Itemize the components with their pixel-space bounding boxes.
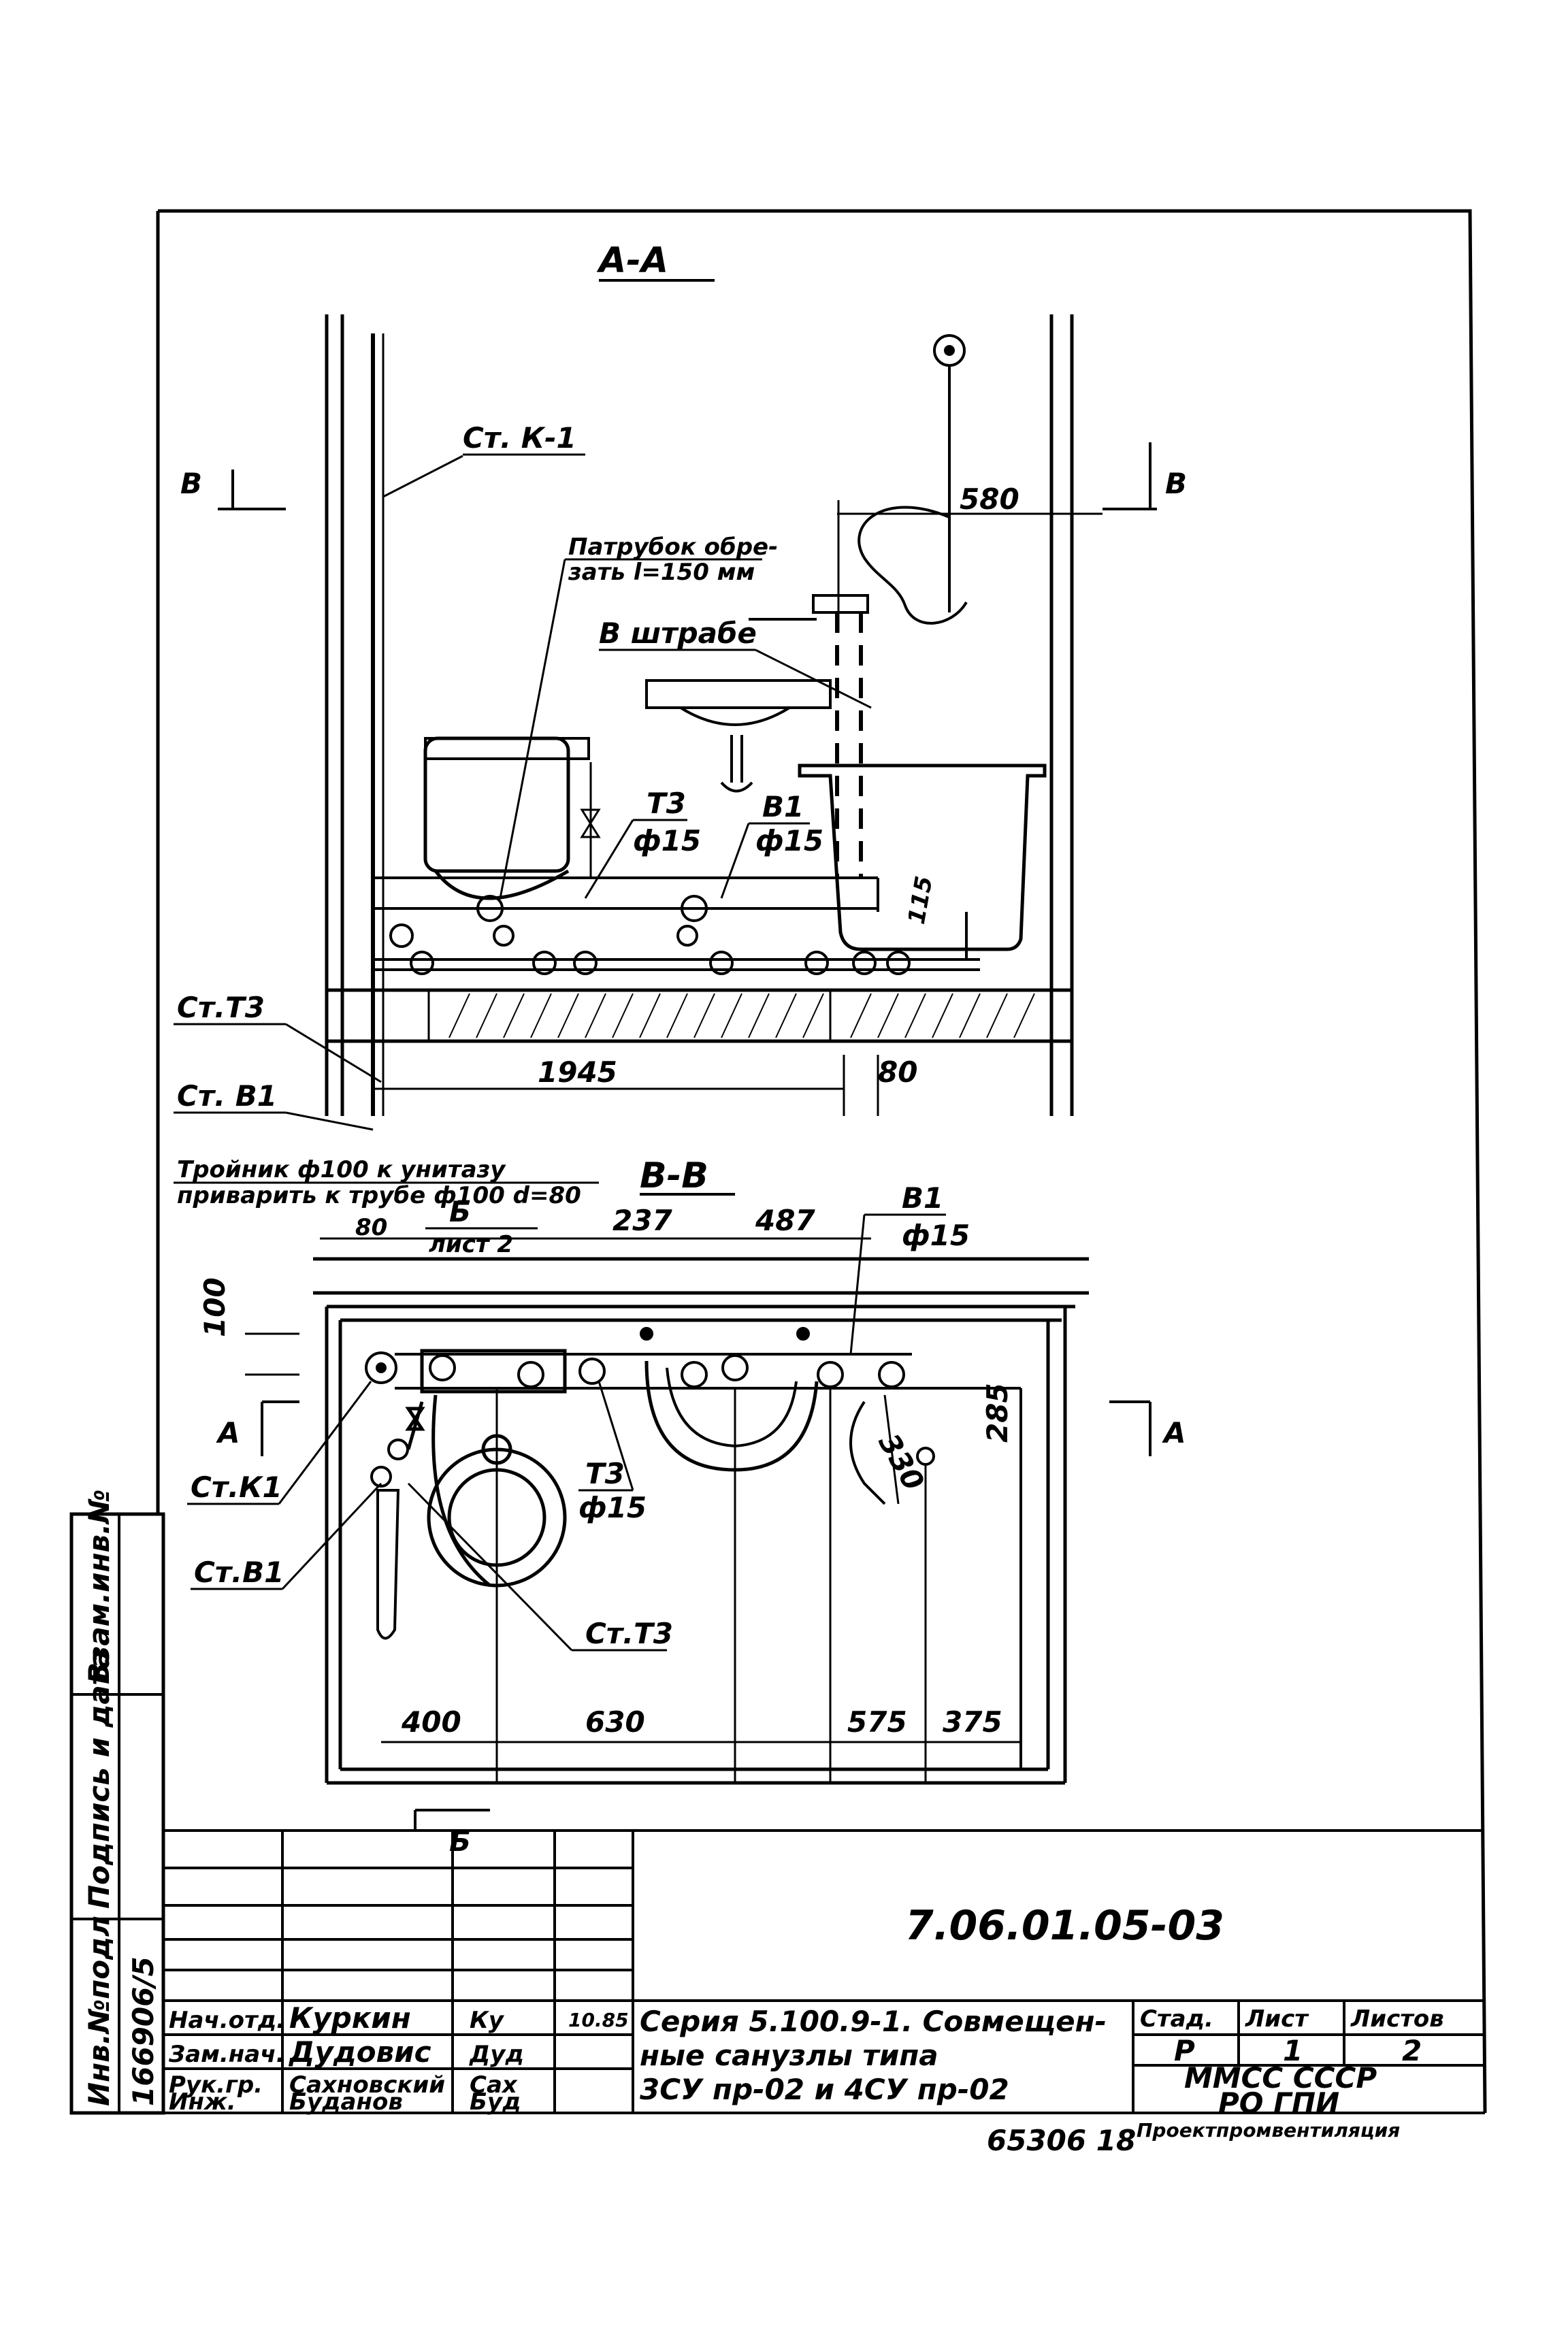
sheet-ref-b: Б [449,1195,471,1228]
stamp-sign-date: Подпись и дата [82,1650,116,1909]
label-b1-top-dia: ф15 [755,824,823,857]
label-t3-plan: Т3 [585,1457,625,1490]
in-wall-note: В штрабе [599,617,757,650]
bath-mixer [749,594,869,878]
dim-575: 575 [847,1705,907,1739]
stacks-plan [365,1351,409,1640]
cut-marker-a-right: А [1109,1400,1186,1456]
sheet-value: 1 [1283,2034,1303,2067]
label-t3-top-dia: ф15 [633,824,701,857]
piping-a [373,876,980,971]
shower-head-icon [933,334,966,612]
dim-400: 400 [401,1705,461,1739]
stamp-inv-no: Инв.№подл [82,1916,116,2106]
dim-80-plan: 80 [355,1214,387,1241]
label-st-b1-plan: Ст.В1 [194,1556,284,1589]
org-line3: Проектпромвентиляция [1137,2119,1400,2142]
svg-text:А: А [1162,1416,1186,1449]
floor-slab-a [325,988,1074,1043]
sign-2: Дуд [469,2041,524,2068]
name-1: Куркин [289,2001,411,2035]
svg-text:В: В [180,467,202,500]
sheets-head: Листов [1350,2005,1444,2033]
cut-marker-a-left: А [216,1400,299,1456]
label-st-k1-plan: Ст.К1 [191,1471,282,1504]
section-a-a: А-А В В Ст. К-1 [174,240,1187,1131]
dim-630: 630 [585,1705,645,1739]
side-stamp: Взам.инв.№ Подпись и дата Инв.№подл 1669… [69,1489,165,2115]
dim-100: 100 [198,1277,231,1337]
cut-marker-b-left: В [180,467,286,510]
cut-marker-b-right: В [1102,442,1187,510]
name-3: Сахновский [289,2071,445,2099]
section-a-a-title: А-А [596,240,668,281]
description-line2: ные санузлы типа [640,2039,938,2072]
label-st-b1-left: Ст. В1 [177,1079,277,1113]
title-block: 7.06.01.05-03 Нач.отд. Куркин Ку Зам.нач… [162,1829,1485,2142]
dim-285: 285 [981,1383,1014,1443]
sheets-value: 2 [1402,2034,1422,2067]
walls-a [325,314,1074,1116]
description-line3: 3СУ пр-02 и 4СУ пр-02 [640,2073,1009,2106]
dim-580: 580 [960,482,1019,516]
stage-value: Р [1174,2034,1195,2067]
doc-code: 7.06.01.05-03 [905,1902,1224,1950]
stamp-inv-value: 166906/5 [127,1956,160,2106]
section-b-b-title: В-В [640,1155,708,1196]
footer-number: 65306 18 [987,2124,1136,2157]
dim-375: 375 [943,1705,1002,1739]
tee-note-line1: Тройник ф100 к унитазу [177,1156,506,1183]
sign-4: Буд [470,2088,521,2116]
washbasin [645,679,832,793]
tee-note: Тройник ф100 к унитазу приварить к трубе… [174,1156,599,1209]
shower-hose [858,506,968,625]
piping-plan [395,1327,1022,1769]
label-st-k1-top: Ст. К-1 [463,421,576,455]
dim-80-top: 80 [878,1055,917,1089]
nozzle-note-line1: Патрубок обре- [568,534,778,561]
name-2: Дудовис [288,2035,431,2069]
sheet-ref-page: лист 2 [429,1231,513,1258]
washbasin-plan [644,1360,819,1472]
description-line1: Серия 5.100.9-1. Совмещен- [640,2005,1107,2038]
stage-head: Стад. [1140,2005,1213,2033]
label-b1-plan-dia: ф15 [902,1219,970,1252]
sheet-head: Лист [1245,2005,1309,2033]
sign-1: Ку [470,2007,505,2034]
org-line1: ММСС СССР [1184,2061,1377,2095]
label-b1-top: В1 [762,790,804,823]
org-line2: РО ГПИ [1218,2086,1339,2120]
label-st-t3-left: Ст.Т3 [177,991,265,1024]
role-3: Рук.гр. [169,2071,263,2099]
dim-115: 115 [903,874,938,926]
svg-text:А: А [216,1416,240,1449]
dim-1945: 1945 [538,1055,617,1089]
nozzle-note-line2: зать l=150 мм [568,559,755,586]
tee-note-line2: приварить к трубе ф100 d=80 [177,1182,581,1209]
bath-plan [849,1400,886,1505]
name-4: Буданов [289,2088,403,2116]
dim-330: 330 [872,1428,930,1496]
pipe-fittings-a [389,878,968,975]
role-4: Инж. [169,2088,236,2116]
label-b1-plan: В1 [902,1181,943,1215]
toilet-tank [423,736,601,900]
doc-date: 10.85 [568,2009,629,2031]
label-t3-plan-dia: ф15 [578,1491,647,1524]
dim-237: 237 [612,1204,672,1237]
wall-slab-plan [313,1257,1089,1785]
bathtub [798,764,1047,951]
section-b-b: В-В Б лист 2 80 237 487 В1 ф15 100 [187,1155,1186,1858]
dim-487: 487 [755,1204,815,1237]
label-st-t3-plan: Ст.Т3 [585,1617,673,1650]
sign-3: Сах [470,2071,518,2099]
role-1: Нач.отд. [169,2007,285,2034]
svg-text:В: В [1165,467,1187,500]
label-t3-top: Т3 [647,787,686,820]
stamp-replace-inv: Взам.инв.№ [82,1489,116,1684]
toilet-plan [405,1349,567,1588]
role-2: Зам.нач. [168,2041,285,2068]
